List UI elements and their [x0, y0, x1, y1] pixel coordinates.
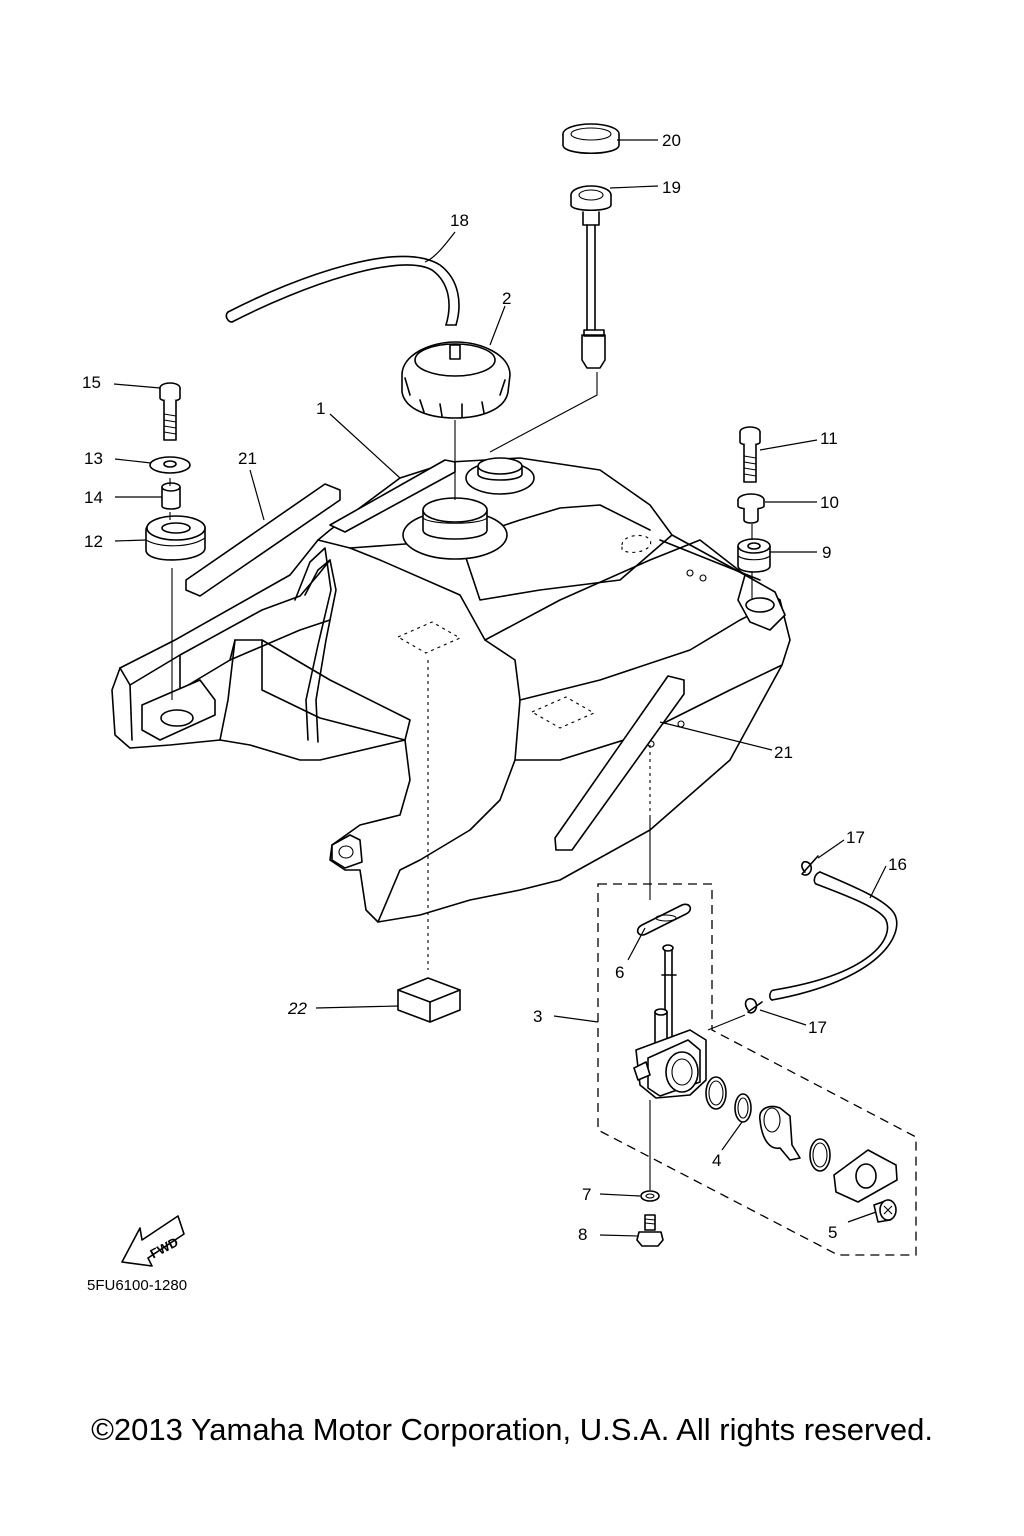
hose-clip-upper	[801, 855, 819, 876]
breather-hose	[225, 255, 460, 326]
callout-15: 15	[82, 373, 101, 392]
callout-18: 18	[450, 211, 469, 230]
callout-16: 16	[888, 855, 907, 874]
diagram-part-code: 5FU6100-1280	[87, 1277, 187, 1294]
screw-5	[873, 1199, 897, 1223]
tank-pad-lower	[554, 675, 685, 851]
callout-8: 8	[578, 1225, 587, 1244]
callout-22: 22	[287, 999, 307, 1018]
callout-2: 2	[502, 289, 511, 308]
callout-7: 7	[582, 1185, 591, 1204]
callout-21-lower: 21	[774, 743, 793, 762]
callout-1: 1	[316, 399, 325, 418]
damper-22	[397, 977, 461, 1023]
callout-11: 11	[820, 429, 838, 448]
callout-20: 20	[662, 131, 681, 150]
callout-14: 14	[84, 488, 103, 507]
hose-clip-lower	[744, 997, 763, 1014]
fuel-cap	[401, 341, 511, 419]
callout-4: 4	[712, 1151, 721, 1170]
sender-rubber-seal	[562, 123, 620, 154]
callout-3: 3	[533, 1007, 542, 1026]
fuel-gauge-sender	[570, 185, 612, 369]
callout-19: 19	[662, 178, 681, 197]
copyright-notice: ©2013 Yamaha Motor Corporation, U.S.A. A…	[91, 1412, 933, 1447]
callout-21-upper: 21	[238, 449, 257, 468]
fuel-tank	[111, 457, 791, 923]
fuel-cock-assembly	[597, 883, 917, 1256]
callout-6: 6	[615, 963, 624, 982]
callout-10: 10	[820, 493, 839, 512]
alignment-lines	[169, 372, 753, 1190]
callout-17-upper: 17	[846, 828, 865, 847]
callout-numbers: 1 2 3 4 5 6 7 8 9 10 11 12 13 14 15 16 1…	[82, 131, 907, 1244]
callout-13: 13	[84, 449, 103, 468]
callout-9: 9	[822, 543, 831, 562]
leader-lines	[113, 139, 887, 1237]
grommet-9	[737, 538, 771, 573]
bolt-8	[636, 1214, 664, 1247]
washer-7	[640, 1190, 660, 1202]
callout-12: 12	[84, 532, 103, 551]
fuel-hose	[769, 871, 898, 1001]
grommet-12	[145, 515, 206, 561]
forward-direction-arrow: FWD	[121, 1215, 185, 1267]
o-ring-4	[705, 1076, 752, 1123]
callout-17-lower: 17	[808, 1018, 827, 1037]
gasket-6	[636, 903, 692, 936]
bolt-11	[739, 426, 761, 483]
collar-10	[737, 493, 765, 524]
collar-14	[161, 482, 181, 510]
tank-pad-upper	[185, 483, 341, 597]
bolt-15	[159, 382, 181, 441]
callout-5: 5	[828, 1223, 837, 1242]
washer-13	[149, 456, 191, 474]
